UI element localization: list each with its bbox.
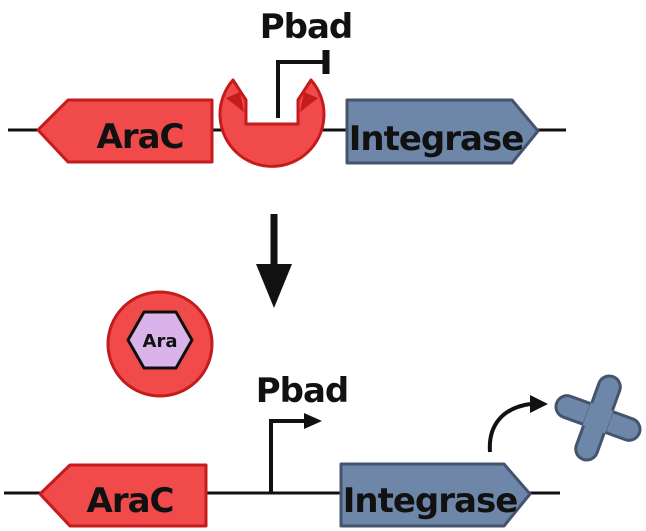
arabinose-label: Ara: [143, 331, 178, 352]
bottom-integrase-gene: Integrase: [339, 462, 532, 528]
top-integrase-label: Integrase: [349, 119, 524, 159]
bottom-pbad-promoter: Pbad: [256, 371, 349, 493]
bottom-integrase-label: Integrase: [343, 481, 518, 521]
top-arac-repressor-protein: [218, 78, 326, 168]
arabinose-hexagon: [126, 310, 194, 370]
top-arac-label: AraC: [97, 117, 184, 157]
top-integrase-arrow: [345, 98, 540, 165]
expression-arrow-curve: [487, 402, 531, 453]
bottom-promoter-arrowhead: [304, 413, 322, 429]
arac-arabinose-complex: Ara: [106, 290, 214, 398]
integrase-protein: [554, 374, 642, 462]
top-arac-gene: AraC: [36, 98, 214, 164]
bottom-integrase-arrow: [339, 462, 532, 528]
bottom-pbad-label: Pbad: [256, 371, 349, 411]
top-arac-arrow: [36, 98, 214, 164]
bottom-arac-gene: AraC: [38, 463, 208, 528]
expression-arrow: [487, 395, 548, 453]
repressor-notch-right: [300, 92, 318, 112]
transition-arrow-head: [256, 264, 292, 308]
bottom-arac-label: AraC: [87, 481, 174, 521]
bottom-arac-arrow: [38, 463, 208, 528]
top-integrase-gene: Integrase: [345, 98, 540, 165]
bottom-construct: AraC Pbad Integrase: [4, 371, 642, 528]
bottom-promoter-arrow: [269, 419, 306, 493]
transition-arrow: [256, 214, 292, 308]
top-construct: AraC Integrase Pbad: [8, 7, 566, 168]
expression-arrowhead: [530, 395, 548, 413]
top-promoter-arrow: [276, 60, 326, 118]
integrase-protein-center: [582, 402, 614, 434]
top-pbad-label: Pbad: [260, 7, 353, 47]
top-pbad-promoter: Pbad: [260, 7, 353, 118]
repressor-body: [218, 78, 326, 168]
repressor-notch-left: [226, 92, 244, 112]
